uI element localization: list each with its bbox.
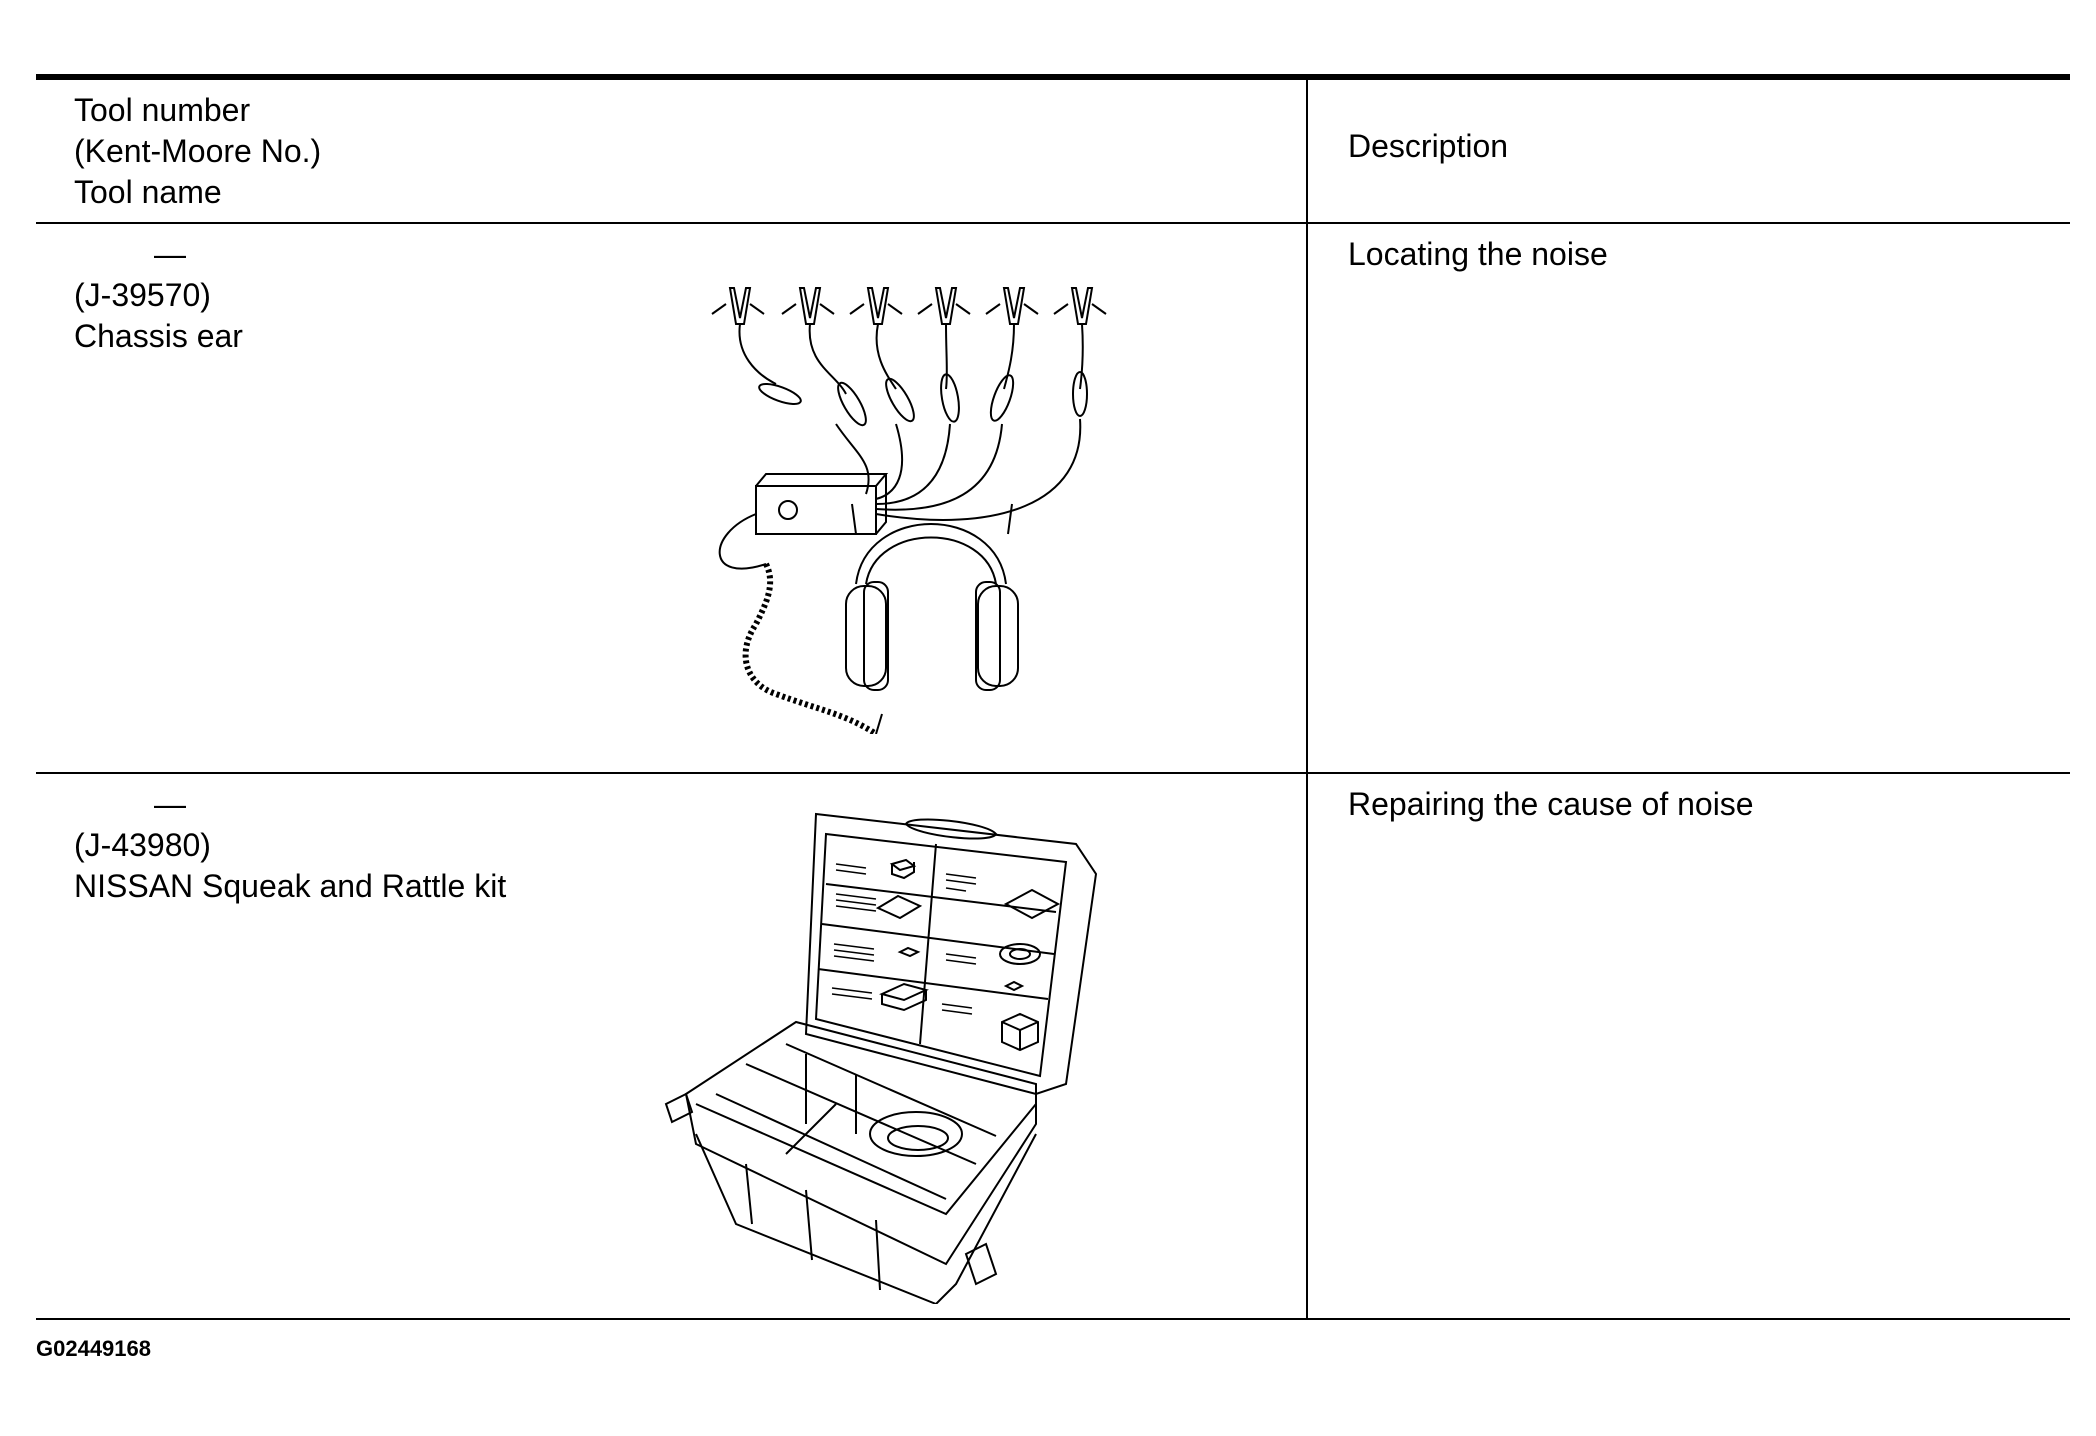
header-description: Description — [1348, 128, 1509, 164]
chassis-ear-illustration — [711, 287, 1107, 734]
tool-name: Chassis ear — [74, 318, 243, 354]
desc-cell: Repairing the cause of noise — [1307, 773, 2070, 1320]
figure-id: G02449168 — [36, 1336, 151, 1361]
tool-cell: — (J-39570) Chassis ear — [36, 223, 1308, 774]
header-kent-moore: (Kent-Moore No.) — [74, 133, 322, 169]
case-body — [664, 1020, 1037, 1304]
headphones — [845, 503, 1019, 691]
header-tool-lines: Tool number (Kent-Moore No.) Tool name — [74, 90, 321, 213]
header-tool-name: Tool name — [74, 174, 222, 210]
tool-lines: — (J-43980) NISSAN Squeak and Rattle kit — [74, 784, 506, 907]
tool-lines: — (J-39570) Chassis ear — [74, 234, 243, 357]
tool-name: NISSAN Squeak and Rattle kit — [74, 868, 507, 904]
tool-number: — — [154, 786, 186, 822]
row-description: Repairing the cause of noise — [1348, 786, 1754, 822]
header-tool-number: Tool number — [74, 92, 251, 128]
alligator-clips — [711, 287, 1107, 325]
row-description: Locating the noise — [1348, 236, 1608, 272]
mic-wires — [835, 418, 1082, 521]
desc-cell: Locating the noise — [1307, 223, 2070, 774]
table-row: — (J-39570) Chassis ear — [36, 223, 2070, 774]
tool-number: — — [154, 236, 186, 272]
control-box — [755, 473, 889, 535]
tool-cell: — (J-43980) NISSAN Squeak and Rattle kit — [36, 773, 1308, 1320]
kent-moore-number: (J-39570) — [74, 277, 211, 313]
microphones — [758, 371, 1088, 427]
case-lid — [804, 812, 1098, 1096]
header-tool-cell: Tool number (Kent-Moore No.) Tool name — [36, 74, 1308, 224]
table-row: — (J-43980) NISSAN Squeak and Rattle kit — [36, 773, 2070, 1320]
header-desc-cell: Description — [1307, 74, 2070, 224]
kent-moore-number: (J-43980) — [74, 827, 211, 863]
tool-table: Tool number (Kent-Moore No.) Tool name D… — [36, 74, 2070, 1320]
clip-wires — [738, 323, 1084, 395]
table-header-row: Tool number (Kent-Moore No.) Tool name D… — [36, 74, 2070, 224]
coiled-cord — [718, 513, 883, 734]
squeak-rattle-kit-illustration — [664, 812, 1098, 1304]
